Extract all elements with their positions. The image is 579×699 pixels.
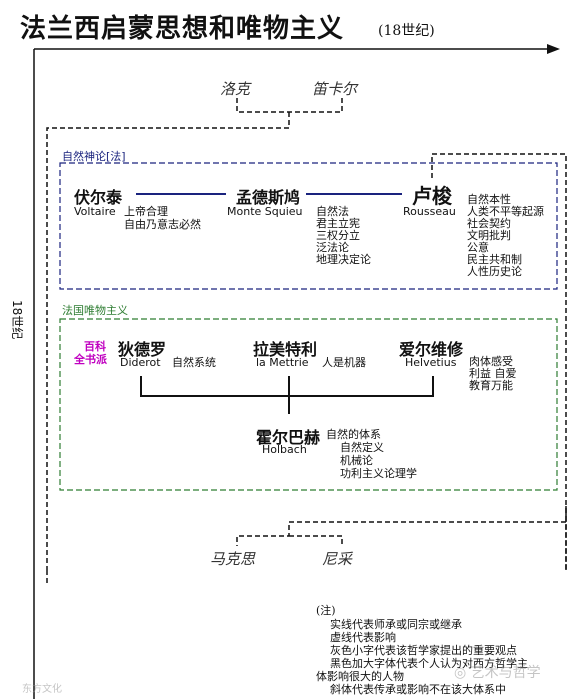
montesquieu-name-en: Monte Squieu	[227, 205, 303, 218]
rousseau-idea: 公意	[467, 241, 489, 254]
voltaire-idea: 上帝合理	[124, 205, 168, 218]
voltaire-name-en: Voltaire	[74, 205, 116, 218]
deism-frame	[59, 162, 558, 290]
successor-connector	[46, 506, 567, 586]
diderot-idea: 自然系统	[172, 356, 216, 369]
rousseau-idea: 人类不平等起源	[467, 205, 544, 218]
holbach-name-en: Holbach	[262, 443, 307, 456]
montesquieu-idea: 三权分立	[316, 229, 360, 242]
montesquieu-idea: 自然法	[316, 205, 349, 218]
notes-line: 体影响很大的人物	[316, 670, 404, 683]
rousseau-name: 卢梭	[412, 184, 452, 208]
page-subtitle: (18世纪)	[378, 23, 435, 39]
notes-line: 黑色加大字体代表个人认为对西方哲学主	[330, 657, 528, 670]
encyclopedists-label: 全书派	[74, 353, 107, 366]
predecessor-connector	[46, 98, 343, 570]
predecessor-locke: 洛克	[220, 80, 251, 98]
helvetius-idea: 肉体感受	[469, 355, 513, 368]
montesquieu-idea: 君主立宪	[316, 217, 360, 230]
notes-line: 虚线代表影响	[330, 631, 396, 644]
timeline-label: 18世纪	[10, 300, 24, 340]
timeline-arrowhead	[547, 44, 560, 54]
holbach-name: 霍尔巴赫	[256, 428, 321, 447]
rousseau-idea: 社会契约	[467, 217, 511, 230]
holbach-idea: 机械论	[340, 454, 373, 467]
rousseau-idea: 民主共和制	[467, 253, 522, 266]
page-title: 法兰西启蒙思想和唯物主义	[20, 14, 345, 44]
watermark: ◎ 艺术与哲学	[454, 662, 541, 682]
rousseau-idea: 文明批判	[467, 229, 511, 242]
predecessor-descartes: 笛卡尔	[312, 80, 358, 98]
rousseau-idea: 人性历史论	[467, 265, 522, 278]
lamettrie-idea: 人是机器	[322, 356, 366, 369]
notes-line: 斜体代表传承或影响不在该大体系中	[330, 683, 506, 696]
materialism-frame	[59, 318, 558, 491]
helvetius-idea: 利益 自爱	[469, 367, 517, 380]
rousseau-name-en: Rousseau	[403, 205, 456, 218]
materialism-tree	[140, 376, 434, 414]
montesquieu-name: 孟德斯鸠	[236, 188, 301, 207]
voltaire-name: 伏尔泰	[74, 188, 123, 207]
montesquieu-idea: 泛法论	[316, 241, 349, 254]
notes-line: 实线代表师承或同宗或继承	[330, 618, 462, 631]
notes-line: 灰色小字代表该哲学家提出的重要观点	[330, 644, 517, 657]
successor-nietzsche: 尼采	[322, 550, 353, 568]
lamettrie-name: 拉美特利	[253, 340, 318, 359]
watermark-text: 艺术与哲学	[470, 665, 541, 681]
encyclopedists-label: 百科	[84, 340, 106, 353]
montesquieu-idea: 地理决定论	[316, 253, 371, 266]
diderot-name-en: Diderot	[120, 356, 161, 369]
holbach-idea: 功利主义论理学	[340, 467, 417, 480]
notes-heading: (注)	[316, 604, 336, 617]
helvetius-name-en: Helvetius	[405, 356, 457, 369]
rousseau-idea: 自然本性	[467, 193, 511, 206]
watermark-secondary: 东方文化	[22, 684, 62, 695]
helvetius-idea: 教育万能	[469, 379, 513, 392]
diderot-name: 狄德罗	[118, 340, 167, 359]
materialism-group-label: 法国唯物主义	[62, 304, 128, 317]
lamettrie-name-en: la Mettrie	[256, 356, 309, 369]
successor-marx: 马克思	[210, 550, 256, 568]
deism-group-label: 自然神论[法]	[62, 150, 126, 163]
watermark-logo-icon: ◎	[454, 665, 467, 681]
holbach-idea: 自然的体系	[326, 428, 381, 441]
voltaire-idea: 自由乃意志必然	[124, 218, 201, 231]
rousseau-connector	[431, 153, 567, 570]
helvetius-name: 爱尔维修	[399, 340, 464, 359]
holbach-idea: 自然定义	[340, 441, 384, 454]
